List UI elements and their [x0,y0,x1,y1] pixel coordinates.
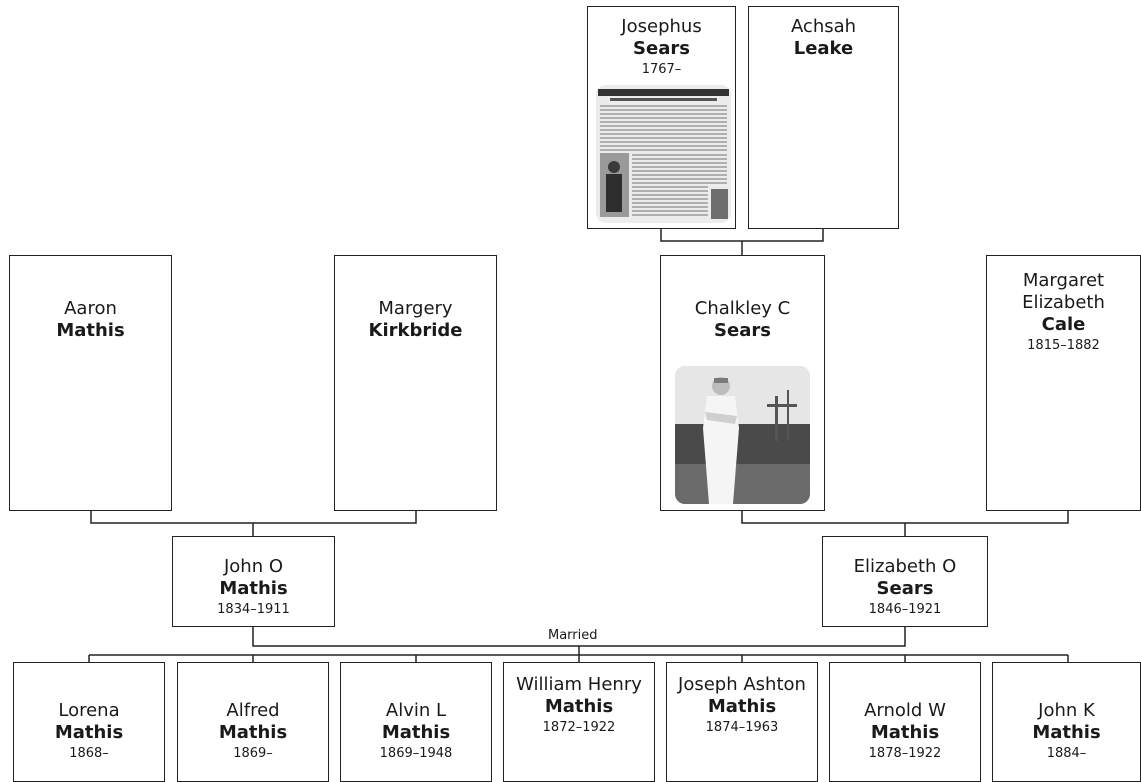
given-name: William Henry [516,674,642,695]
person-card-chalkley-sears[interactable]: Chalkley C Sears [660,255,825,511]
life-years: 1869–1948 [379,746,453,761]
surname: Leake [793,38,854,59]
given-name: John O [223,556,284,577]
given-name: John K [1038,700,1095,721]
surname: Mathis [1032,722,1101,743]
surname: Cale [1041,314,1086,335]
surname: Kirkbride [368,320,463,341]
surname: Sears [633,38,690,59]
person-card-elizabeth-o-sears[interactable]: Elizabeth O Sears 1846–1921 [822,536,988,627]
man-in-white-apron-photo [675,366,810,504]
connector-josephus-achsah [660,229,824,242]
surname: Sears [714,320,771,341]
life-years: 1846–1921 [868,602,942,617]
given-name: Aaron [64,298,117,319]
person-card-margaret-elizabeth-cale[interactable]: Margaret Elizabeth Cale 1815–1882 [986,255,1141,511]
person-card-margery-kirkbride[interactable]: Margery Kirkbride [334,255,497,511]
person-card-alvin-l-mathis[interactable]: Alvin L Mathis 1869–1948 [340,662,492,782]
life-years: 1884– [1046,746,1087,761]
life-years: 1868– [69,746,109,761]
surname: Mathis [870,722,940,743]
given-name: Elizabeth O [853,556,957,577]
given-name: Alfred [226,700,280,721]
person-card-arnold-w-mathis[interactable]: Arnold W Mathis 1878–1922 [829,662,981,782]
surname: Mathis [54,722,124,743]
person-card-john-k-mathis[interactable]: John K Mathis 1884– [992,662,1141,782]
surname: Mathis [707,696,777,717]
newspaper-clipping-photo [596,85,731,223]
person-card-josephus-sears[interactable]: Josephus Sears 1767– [587,6,736,229]
marriage-label: Married [548,628,598,643]
given-name: Joseph Ashton [678,674,806,695]
person-card-aaron-mathis[interactable]: Aaron Mathis [9,255,172,511]
given-name: Arnold W [864,700,946,721]
surname: Sears [876,578,934,599]
life-years: 1869– [233,746,273,761]
life-years: 1767– [641,62,682,77]
connector-aaron-margery [90,511,417,524]
given-name: Achsah [790,16,857,37]
life-years: 1874–1963 [705,720,779,735]
connector-chalkley-margaret [741,511,1069,524]
person-card-lorena-mathis[interactable]: Lorena Mathis 1868– [13,662,165,782]
surname: Mathis [218,722,288,743]
life-years: 1872–1922 [542,720,616,735]
surname: Mathis [56,320,125,341]
given-name: Margaret Elizabeth [1022,270,1105,313]
given-name: Chalkley C [694,298,791,319]
surname: Mathis [219,578,288,599]
given-name: Lorena [58,700,120,721]
person-card-william-henry-mathis[interactable]: William Henry Mathis 1872–1922 [503,662,655,782]
surname: Mathis [544,696,614,717]
life-years: 1815–1882 [1027,338,1100,353]
life-years: 1878–1922 [868,746,942,761]
person-card-achsah-leake[interactable]: Achsah Leake [748,6,899,229]
given-name: Josephus [621,16,702,37]
person-card-joseph-ashton-mathis[interactable]: Joseph Ashton Mathis 1874–1963 [666,662,818,782]
given-name: Alvin L [385,700,447,721]
surname: Mathis [381,722,451,743]
person-card-john-o-mathis[interactable]: John O Mathis 1834–1911 [172,536,335,627]
given-name: Margery [378,298,453,319]
person-card-alfred-mathis[interactable]: Alfred Mathis 1869– [177,662,329,782]
life-years: 1834–1911 [217,602,290,617]
